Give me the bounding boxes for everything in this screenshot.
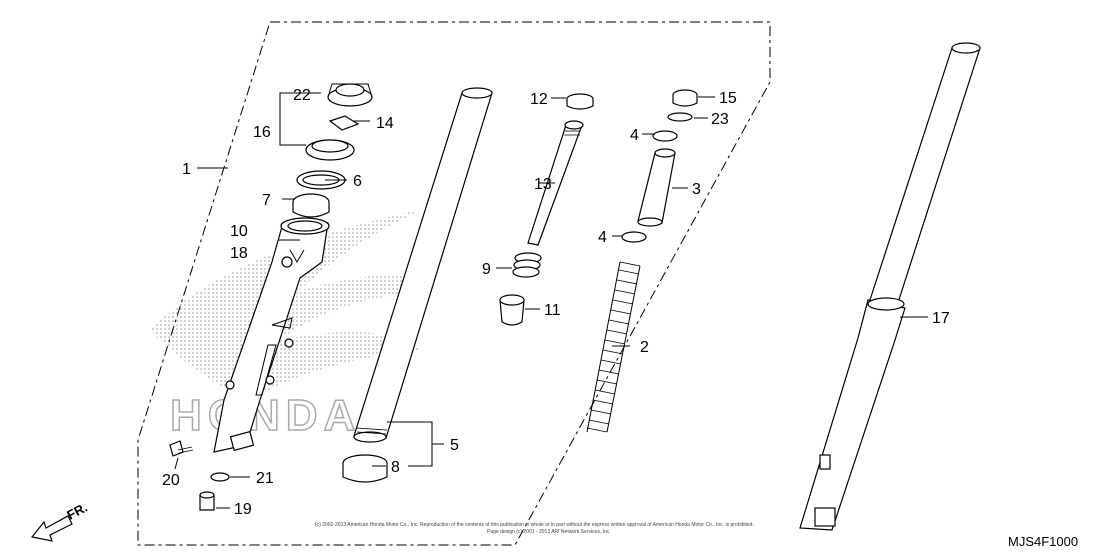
callout-4-upper: 4: [630, 127, 639, 144]
callout-8: 8: [391, 459, 400, 476]
oil-seal-stack: [292, 83, 373, 218]
callout-11: 11: [544, 302, 561, 319]
fork-slider-assembly: [213, 217, 330, 453]
bolt-hardware: [169, 440, 230, 511]
callout-23: 23: [711, 111, 729, 128]
callout-12: 12: [530, 91, 548, 108]
callout-7: 7: [262, 192, 271, 209]
callout-13: 13: [534, 176, 552, 193]
callout-21: 21: [256, 470, 274, 487]
leader-lines: [174, 92, 928, 509]
right-fork-leg: [799, 42, 981, 531]
copyright-line-2: Page design (c) 2001 - 2013 ARI Network …: [487, 529, 611, 535]
fork-spring-group: [586, 89, 698, 433]
callout-1: 1: [182, 161, 191, 178]
callout-labels: 1 2 3 4 4 5 6 7 8 9 10 11 12 13 14 15 16…: [162, 87, 950, 518]
callout-22: 22: [293, 87, 311, 104]
fork-inner-tube: [342, 87, 493, 483]
callout-19: 19: [234, 501, 252, 518]
callout-4-lower: 4: [598, 229, 607, 246]
callout-15: 15: [719, 90, 737, 107]
assembly-frame: [137, 21, 771, 546]
copyright-line-1: (c) 2002-2013 American Honda Motor Co., …: [315, 522, 754, 528]
damper-rod-group: [499, 93, 594, 326]
callout-18: 18: [230, 245, 248, 262]
callout-6: 6: [353, 173, 362, 190]
diagram-code: MJS4F1000: [1008, 534, 1078, 549]
front-direction-arrow: FR.: [30, 500, 90, 542]
callout-10: 10: [230, 223, 248, 240]
callout-3: 3: [692, 181, 701, 198]
callout-2: 2: [640, 339, 649, 356]
callout-9: 9: [482, 261, 491, 278]
callout-5: 5: [450, 437, 459, 454]
callout-20: 20: [162, 472, 180, 489]
callout-14: 14: [376, 115, 394, 132]
watermark-text: HONDA: [170, 391, 361, 440]
callout-17: 17: [932, 310, 950, 327]
callout-16: 16: [253, 124, 271, 141]
